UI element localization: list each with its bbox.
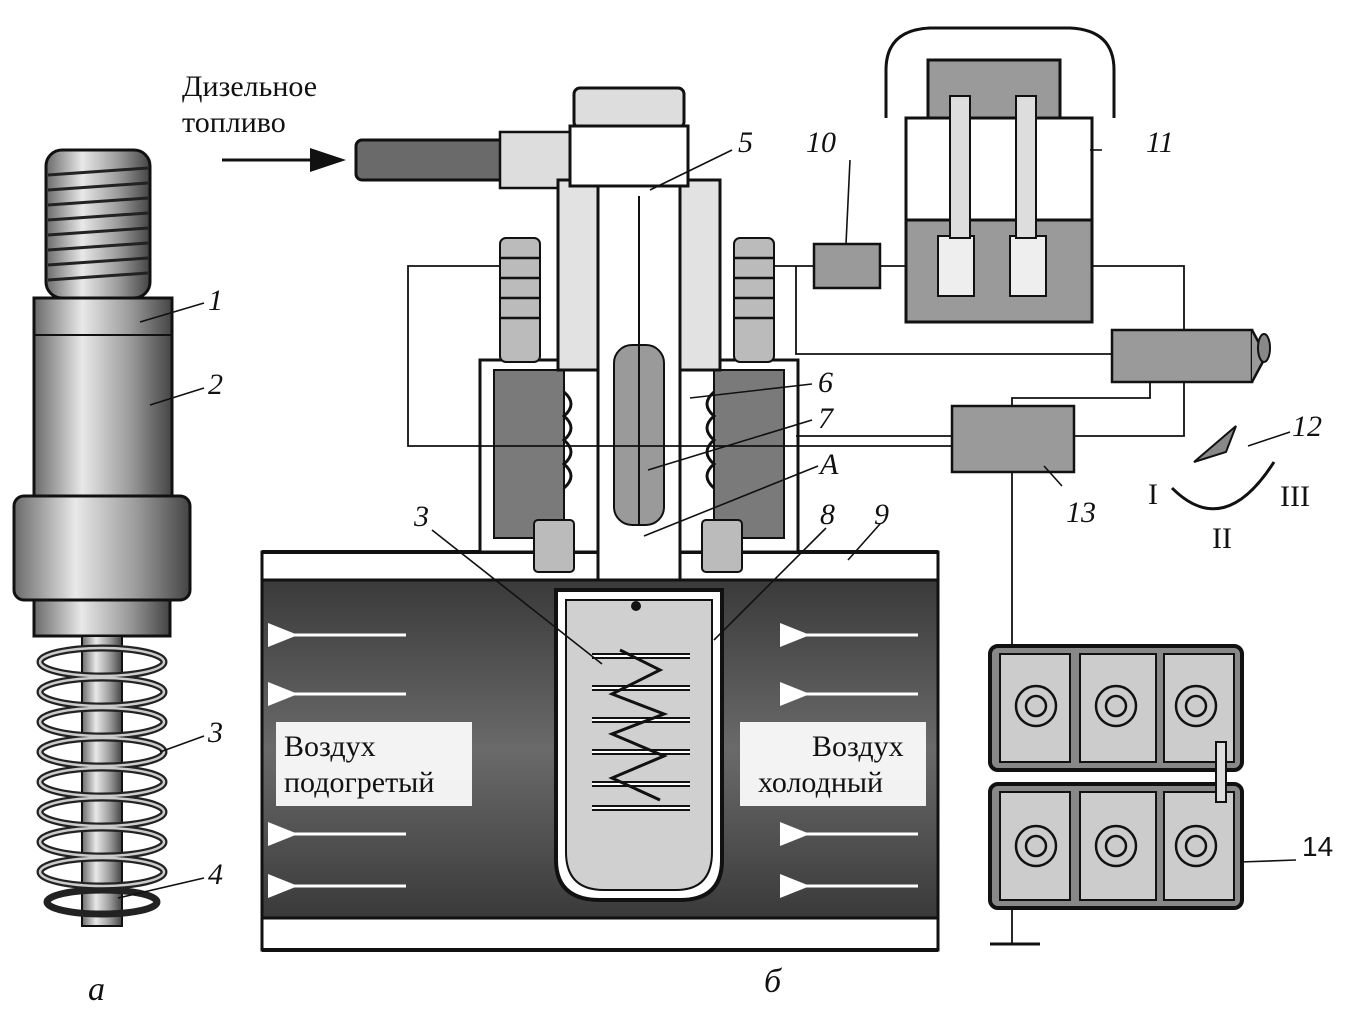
- callout-A: А: [818, 448, 839, 481]
- fuel-label-line1: Дизельное: [182, 70, 317, 103]
- fuel-label-line2: топливо: [182, 106, 286, 139]
- key-positions-dial: [1170, 425, 1291, 511]
- callout-3-heater: 3: [413, 500, 429, 533]
- callout-8: 8: [820, 498, 835, 531]
- air-heated-line2: подогретый: [284, 766, 434, 799]
- callout-14: 14: [1302, 831, 1333, 862]
- glow-plug-a: [12, 148, 192, 927]
- switch-pos-3: III: [1280, 480, 1310, 513]
- fuel-pipe: [354, 138, 508, 182]
- callout-2: 2: [208, 368, 223, 401]
- callout-7: 7: [818, 402, 835, 435]
- switch-pos-1: I: [1148, 478, 1158, 511]
- air-flow-arrows: [268, 623, 918, 898]
- callout-3-plug: 3: [207, 716, 223, 749]
- air-cold-line2: холодный: [758, 766, 883, 799]
- callout-9: 9: [874, 498, 889, 531]
- callout-12-key: 12: [1292, 410, 1322, 443]
- callout-5: 5: [738, 126, 753, 159]
- block-13: [950, 404, 1076, 474]
- ignition-switch-12: [1110, 328, 1271, 384]
- solenoid-valve: [478, 86, 800, 582]
- callout-1: 1: [208, 284, 223, 317]
- caption-b: б: [764, 963, 783, 1000]
- callout-6: 6: [818, 366, 833, 399]
- air-cold-line1: Воздух: [812, 730, 904, 763]
- relay-11: [884, 26, 1116, 324]
- battery-14: [988, 644, 1244, 910]
- switch-pos-2: II: [1212, 522, 1232, 555]
- callout-13: 13: [1066, 496, 1096, 529]
- heater-chamber: [554, 588, 724, 902]
- callout-leaders-b: [431, 149, 1297, 863]
- callout-11: 11: [1146, 126, 1174, 159]
- callout-10: 10: [806, 126, 836, 159]
- callout-4: 4: [208, 858, 223, 891]
- air-heated-line1: Воздух: [284, 730, 376, 763]
- callout-leaders-a: [117, 302, 205, 899]
- relay-10: [812, 242, 882, 290]
- caption-a: а: [88, 971, 105, 1008]
